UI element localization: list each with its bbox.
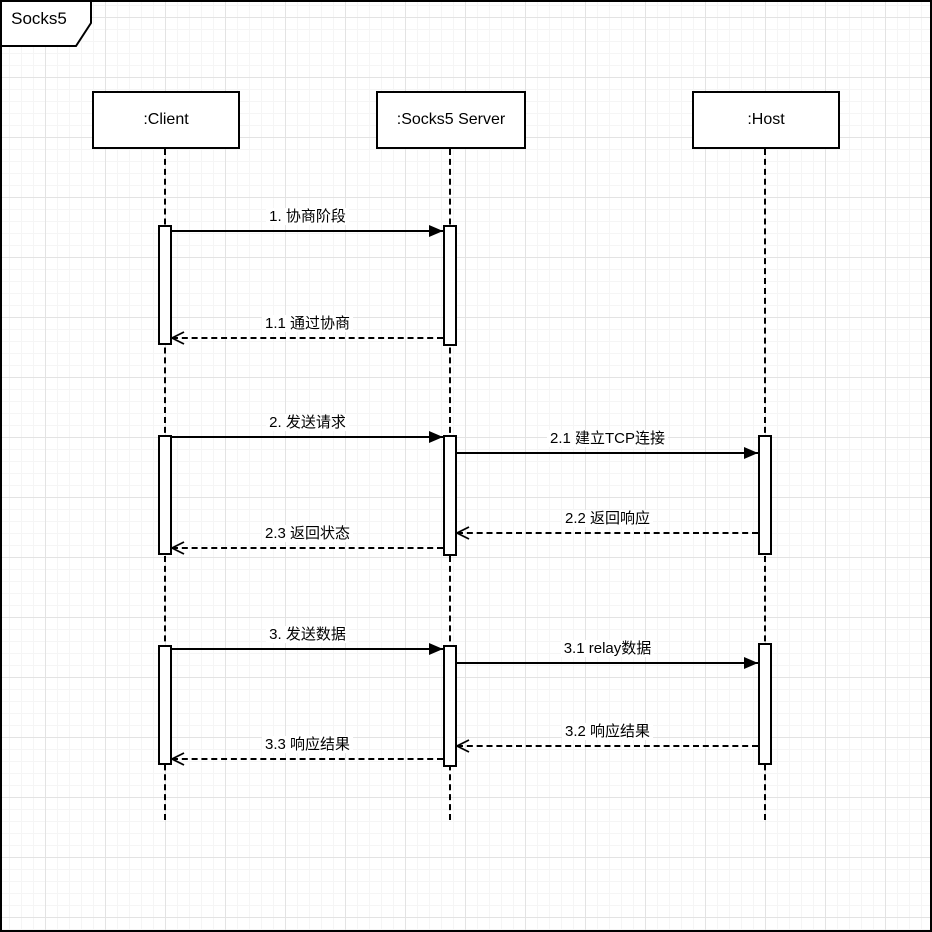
activation-server-2[interactable] xyxy=(443,435,457,556)
arrowhead-filled-icon xyxy=(429,431,443,443)
arrowhead-open-icon xyxy=(170,540,186,556)
message-2-3-label: 2.3 返回状态 xyxy=(172,525,443,543)
message-1-line xyxy=(172,230,443,232)
frame-title: Socks5 xyxy=(11,9,67,28)
arrowhead-open-icon xyxy=(170,751,186,767)
message-3-2-label: 3.2 响应结果 xyxy=(457,723,758,741)
message-3-1-label: 3.1 relay数据 xyxy=(457,640,758,658)
arrowhead-open-icon xyxy=(455,738,471,754)
message-3-1-line xyxy=(457,662,758,664)
message-3-line xyxy=(172,648,443,650)
activation-server-1[interactable] xyxy=(443,225,457,346)
activation-host-3[interactable] xyxy=(758,643,772,765)
message-2-3-line xyxy=(172,547,443,549)
activation-host-2[interactable] xyxy=(758,435,772,555)
activation-server-3[interactable] xyxy=(443,645,457,767)
arrowhead-open-icon xyxy=(170,330,186,346)
arrowhead-filled-icon xyxy=(744,657,758,669)
actor-socks5-server-name: :Socks5 Server xyxy=(396,111,506,128)
message-3-label: 3. 发送数据 xyxy=(172,626,443,644)
message-2-line xyxy=(172,436,443,438)
activation-client-2[interactable] xyxy=(158,435,172,555)
activation-client-1[interactable] xyxy=(158,225,172,345)
message-3-3-label: 3.3 响应结果 xyxy=(172,736,443,754)
message-2-1-label: 2.1 建立TCP连接 xyxy=(457,430,758,448)
arrowhead-filled-icon xyxy=(429,225,443,237)
actor-client[interactable]: :Client xyxy=(92,91,240,149)
message-1-1-label: 1.1 通过协商 xyxy=(172,315,443,333)
actor-client-name: :Client xyxy=(143,111,189,128)
message-3-3-line xyxy=(172,758,443,760)
message-1-1-line xyxy=(172,337,443,339)
activation-client-3[interactable] xyxy=(158,645,172,765)
actor-host-name: :Host xyxy=(747,111,785,128)
message-2-2-line xyxy=(457,532,758,534)
actor-host[interactable]: :Host xyxy=(692,91,840,149)
message-1-label: 1. 协商阶段 xyxy=(172,208,443,226)
message-2-label: 2. 发送请求 xyxy=(172,414,443,432)
message-2-2-label: 2.2 返回响应 xyxy=(457,510,758,528)
frame-label[interactable]: Socks5 xyxy=(0,0,94,48)
message-2-1-line xyxy=(457,452,758,454)
arrowhead-filled-icon xyxy=(744,447,758,459)
arrowhead-open-icon xyxy=(455,525,471,541)
actor-socks5-server[interactable]: :Socks5 Server xyxy=(376,91,526,149)
message-3-2-line xyxy=(457,745,758,747)
arrowhead-filled-icon xyxy=(429,643,443,655)
